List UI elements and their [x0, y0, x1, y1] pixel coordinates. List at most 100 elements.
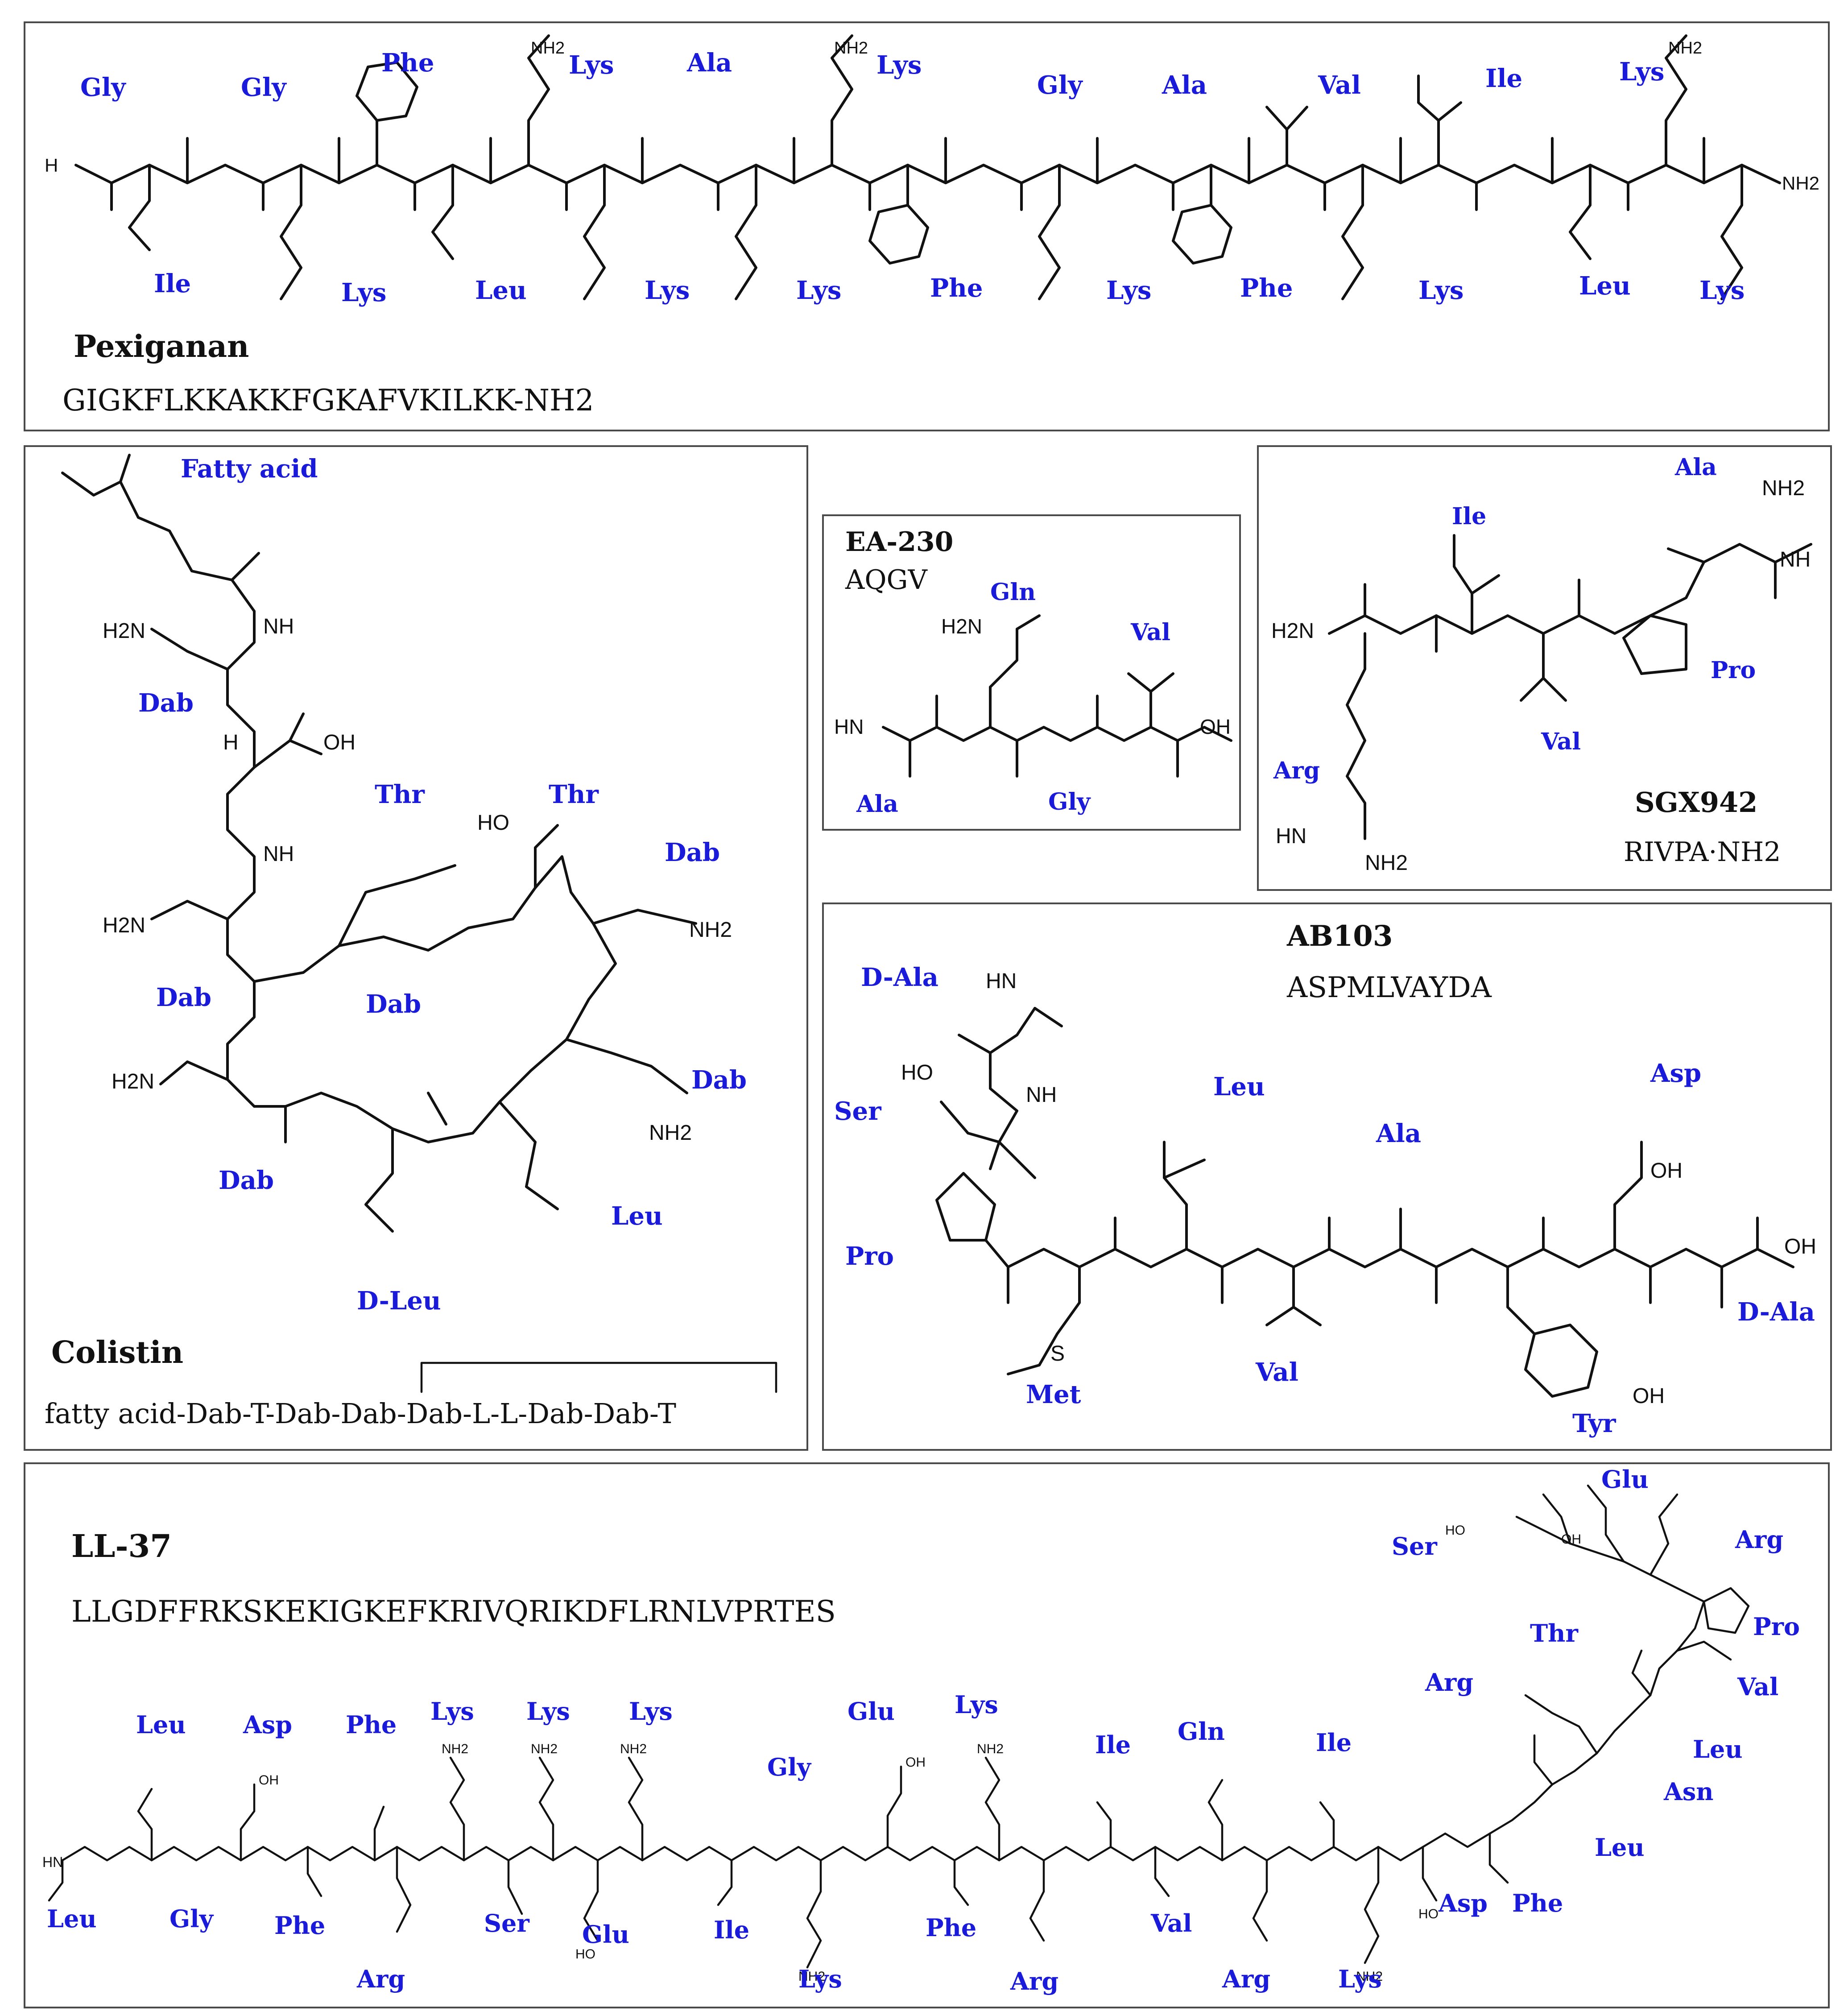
pexiganan-side-chains	[128, 34, 1743, 300]
ll37-label-bottom-2: Gly	[170, 1904, 214, 1933]
ll37-label-bottom-4: Arg	[356, 1965, 405, 1993]
ll37-atom-ho-3: HO	[1445, 1523, 1465, 1538]
colistin-atom-h2n-2: H2N	[103, 914, 145, 937]
pexiganan-border	[24, 21, 1830, 431]
colistin-atom-h2n-3: H2N	[112, 1070, 154, 1093]
sgx942-label-ile: Ile	[1452, 503, 1486, 530]
ll37-label-bottom-13: Lys	[1338, 1965, 1382, 1993]
ll37-sequence: LLGDFFRKSKEKIGKEFKRIVQRIKDFLRNLVPRTES	[71, 1594, 836, 1629]
ll37-label-top-10: Ile	[1095, 1730, 1131, 1759]
ll37-label-bottom-5: Ser	[484, 1909, 529, 1937]
ea230-sequence: AQGV	[845, 564, 928, 596]
pexiganan-title: Pexiganan	[74, 329, 249, 364]
ab103-label-leu: Leu	[1213, 1072, 1265, 1101]
ab103-label-tyr: Tyr	[1572, 1409, 1616, 1438]
colistin-atom-h-1: H	[223, 731, 239, 754]
ab103-label-val: Val	[1255, 1358, 1298, 1387]
colistin-atom-nh2-1: NH2	[689, 918, 732, 942]
ab103-label-ser: Ser	[834, 1097, 882, 1126]
pexiganan-label-bottom-1: Ile	[154, 269, 191, 298]
ll37-label-tail-7: Val	[1737, 1672, 1778, 1701]
pexiganan-residue-labels: Gly Gly Phe Lys Ala Lys Gly Ala Val Ile …	[80, 48, 1745, 307]
colistin-atom-h2n-1: H2N	[103, 619, 145, 643]
pexiganan-label-bottom-7: Lys	[1106, 276, 1151, 305]
pexiganan-label-bottom-3: Leu	[475, 276, 527, 305]
ll37-atom-nh2-4: NH2	[977, 1742, 1004, 1756]
colistin-atom-oh-1: OH	[323, 731, 356, 754]
sgx942-label-arg: Arg	[1273, 757, 1320, 784]
sgx942-title: SGX942	[1635, 786, 1757, 819]
ab103-atom-s: S	[1050, 1342, 1065, 1366]
sgx942-atom-h2n: H2N	[1271, 619, 1314, 643]
sgx942-label-ala: Ala	[1674, 454, 1717, 481]
sgx942-atom-nh: NH	[1780, 548, 1811, 571]
colistin-label-d-leu: D-Leu	[357, 1286, 441, 1316]
ea230-backbone	[882, 726, 1232, 742]
colistin-label-dab-2: Dab	[665, 838, 720, 867]
ab103-label-asp: Asp	[1650, 1059, 1701, 1088]
ll37-atom-oh-2: OH	[905, 1755, 926, 1770]
pexiganan-label-top-8: Ala	[1162, 70, 1207, 100]
ll37-backbone	[61, 1515, 1705, 1862]
colistin-atom-nh-1: NH	[263, 615, 294, 638]
colistin-atom-nh2-2: NH2	[649, 1121, 692, 1145]
ll37-label-bottom-6: Glu	[582, 1920, 629, 1949]
colistin-label-dab-4: Dab	[366, 989, 421, 1019]
pexiganan-atom-labels: H NH2 NH2 NH2 NH2	[45, 39, 1819, 194]
colistin-label-dab-1: Dab	[138, 688, 194, 718]
pexiganan-label-bottom-8: Phe	[1240, 273, 1293, 303]
ll37-atom-labels: HN NH2 NH2 NH2 NH2 OH OH NH2 NH2 HO HO H…	[42, 1523, 1581, 1984]
ll37-atom-nh2-1: NH2	[442, 1742, 468, 1756]
colistin-structure: H2N NH OH H NH H2N HO NH2 NH2 H2N	[61, 454, 732, 1233]
ll37-label-bottom-9: Phe	[926, 1913, 976, 1942]
sgx942-label-pro: Pro	[1711, 657, 1756, 684]
ea230-atom-h2n: H2N	[941, 615, 982, 638]
pexiganan-atom-nh2-lys1: NH2	[531, 39, 565, 58]
ab103-atom-labels: HN HO NH S OH OH OH	[901, 969, 1816, 1408]
ea230-label-gln: Gln	[990, 579, 1036, 606]
ll37-atom-oh-3: OH	[1561, 1532, 1581, 1547]
ll37-label-top-3: Phe	[346, 1710, 397, 1739]
ab103-label-ala: Ala	[1376, 1119, 1421, 1148]
ab103-label-pro: Pro	[845, 1242, 894, 1271]
colistin-chain-1	[226, 610, 256, 1108]
ll37-label-top-4: Lys	[430, 1697, 474, 1726]
ab103-structure: HN HO NH S OH OH OH	[901, 969, 1816, 1408]
ab103-atom-hn: HN	[986, 969, 1017, 993]
ll37-label-tail-2: Ser	[1392, 1532, 1437, 1561]
ea230-panel: EA-230 AQGV H2N HN OH Gln Val Ala Gly	[822, 514, 1241, 831]
ll37-atom-ho-1: HO	[575, 1947, 595, 1962]
ll37-label-top-2: Asp	[243, 1710, 292, 1739]
sgx942-label-val: Val	[1541, 728, 1581, 755]
ll37-label-bottom-1: Leu	[47, 1904, 97, 1933]
ab103-atom-oh-3: OH	[1633, 1384, 1665, 1408]
sgx942-structure: NH2 H2N NH HN NH2	[1271, 476, 1812, 875]
ea230-label-val: Val	[1130, 619, 1170, 646]
ll37-label-bottom-12: Arg	[1222, 1965, 1270, 1993]
ll37-label-bottom-11: Val	[1150, 1909, 1192, 1937]
ab103-border	[822, 902, 1832, 1451]
ll37-label-tail-4: Thr	[1530, 1619, 1578, 1648]
ll37-border	[24, 1462, 1830, 2008]
ab103-atom-ho: HO	[901, 1061, 933, 1085]
ab103-atom-nh: NH	[1026, 1083, 1057, 1107]
pexiganan-panel: H NH2 NH2 NH2 NH2 Gly Gly Phe Lys Ala Ly…	[24, 21, 1830, 431]
colistin-label-fatty-acid: Fatty acid	[181, 454, 318, 484]
colistin-fatty-chain	[61, 472, 256, 613]
ll37-label-top-11: Gln	[1178, 1717, 1225, 1746]
ll37-panel: LL-37 LLGDFFRKSKEKIGKEFKRIVQRIKDFLRNLVPR…	[24, 1462, 1830, 2008]
colistin-panel: H2N NH OH H NH H2N HO NH2 NH2 H2N Fatty …	[24, 445, 808, 1451]
ll37-label-tail-10: Leu	[1595, 1833, 1645, 1862]
ll37-residue-labels: Leu Asp Phe Lys Lys Lys Glu Lys Gly Ile …	[47, 1465, 1800, 1995]
ll37-label-tail-3: Arg	[1735, 1525, 1783, 1554]
sgx942-atom-nh2-1: NH2	[1762, 476, 1805, 500]
ab103-panel: AB103 ASPMLVAYDA	[822, 902, 1832, 1451]
ll37-label-tail-6: Arg	[1425, 1668, 1473, 1697]
sgx942-atom-hn: HN	[1276, 824, 1306, 848]
colistin-atom-labels: H2N NH OH H NH H2N HO NH2 NH2 H2N	[103, 615, 732, 1145]
colistin-label-leu: Leu	[611, 1201, 663, 1231]
sgx942-atom-nh2-2: NH2	[1365, 851, 1408, 875]
ea230-border	[822, 514, 1241, 831]
ll37-label-top-12: Ile	[1316, 1728, 1352, 1757]
ll37-label-top-6: Lys	[629, 1697, 673, 1726]
